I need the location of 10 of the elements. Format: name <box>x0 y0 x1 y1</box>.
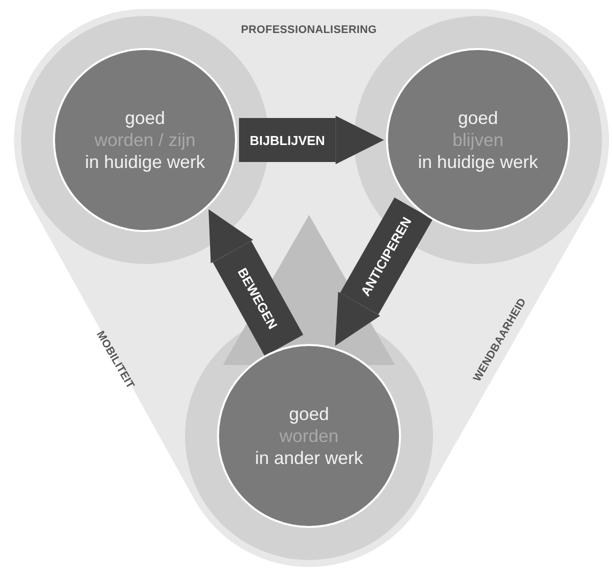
circle-text: goed <box>124 107 166 129</box>
side-label: PROFESSIONALISERING <box>241 24 377 36</box>
circle-text: in ander werk <box>254 447 364 469</box>
circle-text: goed <box>458 107 498 129</box>
block-arrow <box>335 198 433 346</box>
block-arrow <box>208 209 304 356</box>
circle-text: goed <box>288 403 330 425</box>
circle-text: in huidige werk <box>418 151 538 173</box>
block-arrow <box>239 116 384 164</box>
circle-text: in huidige werk <box>84 151 206 173</box>
